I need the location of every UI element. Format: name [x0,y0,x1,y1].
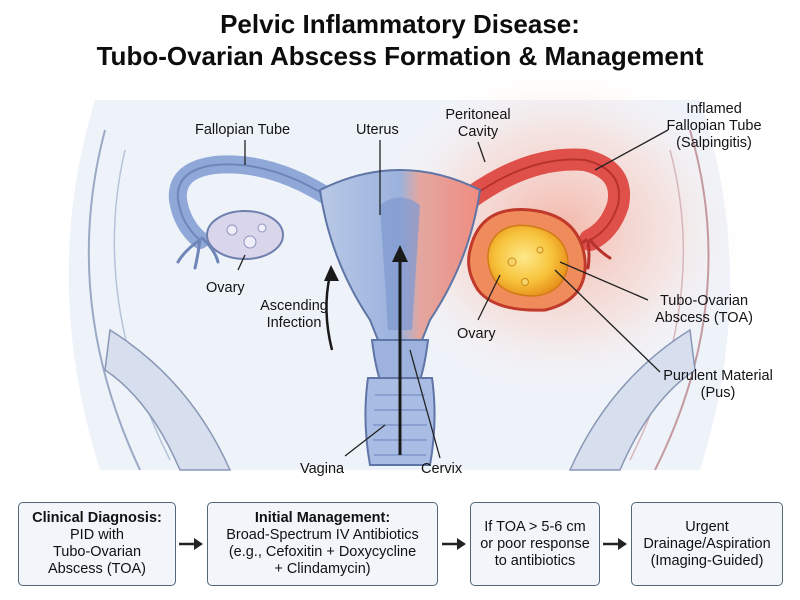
label-vagina: Vagina [300,461,345,477]
label-ascending-infection: Ascending Infection [256,298,332,332]
label-peritoneal-line-2: Cavity [457,124,499,140]
flow-step-3-line-3: to antibiotics [494,552,576,569]
flow-arrow-1 [179,538,203,550]
pelvic-wall-left [87,129,141,471]
leader-peritoneal [477,141,486,163]
leader-ovary-right [477,274,501,321]
flow-step-1-line-1: PID with [70,527,124,543]
flow-step-1-line-3: Abscess (TOA) [47,561,147,577]
flow-step-urgent-drainage: Urgent Drainage/Aspiration (Imaging-Guid… [631,502,783,586]
flow-step-2-title: Initial Management: [254,510,391,526]
pelvic-wall-right-inner [629,149,685,461]
label-inflamed-line-2: Fallopian Tube [666,118,762,134]
leader-pus [554,269,661,373]
label-peritoneal-line-1: Peritoneal [445,107,511,123]
label-toa-line-2: Abscess (TOA) [654,310,754,326]
flow-arrow-3 [603,538,627,550]
label-toa-line-1: Tubo-Ovarian [659,293,749,309]
flow-step-1-line-2: Tubo-Ovarian [52,544,142,560]
flow-arrow-2 [442,538,466,550]
pelvic-bone-right [568,328,696,471]
flow-step-4-line-1: Urgent [685,518,729,535]
leader-vagina [344,424,386,457]
label-tubo-ovarian-abscess: Tubo-Ovarian Abscess (TOA) [644,293,764,327]
flow-step-3-line-1: If TOA > 5-6 cm [484,518,586,535]
left-ovary [206,210,284,260]
pelvic-bone-left [104,328,232,471]
label-cervix: Cervix [421,461,463,477]
pelvic-wall-left-inner [113,149,171,461]
leader-ovary-left [237,254,246,271]
flow-step-4-line-3: (Imaging-Guided) [650,552,764,569]
left-fimbriae [176,236,220,270]
label-inflamed-line-1: Inflamed [686,101,742,117]
label-ascending-line-1: Ascending [260,298,328,314]
purulent-material [487,224,569,297]
flow-step-toa-criteria: If TOA > 5-6 cm or poor response to anti… [470,502,600,586]
diagram-title: Pelvic Inflammatory Disease: Tubo-Ovaria… [0,8,800,72]
label-fallopian-tube: Fallopian Tube [195,122,291,138]
flow-step-1-title: Clinical Diagnosis: [32,510,162,526]
label-ovary-left: Ovary [206,280,245,296]
leader-inflamed-tube [594,129,669,171]
label-ovary-right: Ovary [457,326,496,342]
label-pus-line-2: (Pus) [700,385,736,401]
label-uterus: Uterus [356,122,399,138]
label-ascending-line-2: Infection [266,315,322,331]
flow-step-3-line-2: or poor response [480,535,590,552]
pelvic-wall-right [654,129,710,471]
flow-step-4-line-2: Drainage/Aspiration [643,535,771,552]
label-inflamed-line-3: (Salpingitis) [676,135,752,151]
label-inflamed-fallopian-tube: Inflamed Fallopian Tube (Salpingitis) [654,101,774,152]
ascending-infection-arrow-side [325,274,334,351]
label-peritoneal-cavity: Peritoneal Cavity [440,107,516,141]
title-line-1: Pelvic Inflammatory Disease: [220,9,580,39]
flow-step-2-line-1: Broad-Spectrum IV Antibiotics [226,527,419,543]
flow-step-2-line-3: + Clindamycin) [274,561,371,577]
flow-step-clinical-diagnosis: Clinical Diagnosis: PID with Tubo-Ovaria… [18,502,176,586]
leader-toa [559,261,649,301]
flow-step-initial-management: Initial Management: Broad-Spectrum IV An… [207,502,438,586]
label-purulent-material: Purulent Material (Pus) [648,368,788,402]
leader-cervix [409,349,441,459]
label-pus-line-1: Purulent Material [663,368,773,384]
flow-step-2-line-2: (e.g., Cefoxitin + Doxycycline [228,544,417,560]
